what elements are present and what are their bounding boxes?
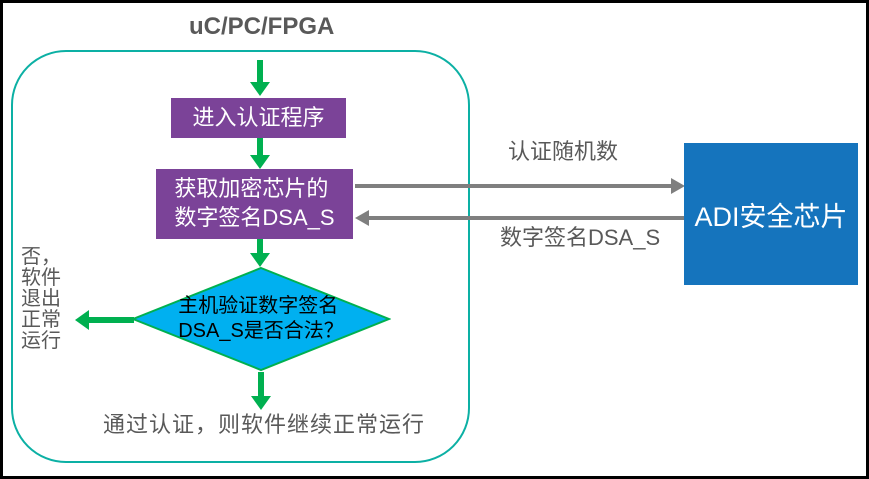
step-get-signature-line1: 获取加密芯片的: [174, 176, 329, 202]
chip-box: ADI安全芯片: [684, 143, 858, 285]
arrow-start-to-step1-head: [250, 82, 270, 96]
label-no-branch: 否， 软件 退出 正常 运行: [21, 247, 61, 352]
step-enter-auth-label: 进入认证程序: [192, 104, 325, 130]
decision-line2: DSA_S是否合法？: [178, 320, 344, 342]
host-title: uC/PC/FPGA: [189, 13, 335, 40]
arrow-step1-to-step2: [257, 138, 263, 155]
label-digital-signature: 数字签名DSA_S: [500, 225, 661, 250]
label-auth-random: 认证随机数: [508, 139, 619, 164]
decision-line1: 主机验证数字签名: [178, 295, 339, 317]
no-branch-line2: 软件: [21, 267, 61, 289]
arrow-start-to-step1: [257, 60, 263, 82]
diamond-shape: [131, 266, 391, 372]
no-branch-line3: 退出: [21, 288, 61, 310]
step-get-signature-line2: 数字签名DSA_S: [174, 205, 335, 230]
no-branch-line5: 运行: [21, 330, 61, 352]
arrow-decision-no-head: [75, 310, 89, 330]
host-boundary: [11, 50, 470, 463]
arrow-step2-to-decision-head: [250, 253, 270, 267]
arrow-to-host-head: [355, 210, 369, 226]
arrow-decision-pass: [258, 372, 264, 396]
arrow-step2-to-decision: [257, 239, 263, 253]
arrow-to-chip: [355, 184, 671, 188]
chip-label: ADI安全芯片: [694, 201, 848, 232]
decision-label: 主机验证数字签名 DSA_S是否合法？: [131, 266, 391, 372]
arrow-decision-pass-head: [251, 396, 271, 410]
arrow-decision-no: [89, 317, 134, 323]
step-get-signature: 获取加密芯片的 数字签名DSA_S: [156, 169, 353, 239]
no-branch-line1: 否，: [21, 246, 61, 268]
step-get-signature-label: 获取加密芯片的 数字签名DSA_S: [174, 175, 334, 232]
no-branch-line4: 正常: [21, 309, 61, 331]
decision-verify-signature: 主机验证数字签名 DSA_S是否合法？: [131, 266, 391, 372]
step-enter-auth: 进入认证程序: [171, 98, 346, 138]
label-pass: 通过认证，则软件继续正常运行: [103, 412, 426, 437]
arrow-to-chip-head: [671, 178, 685, 194]
arrow-to-host: [369, 216, 684, 220]
arrow-step1-to-step2-head: [250, 155, 270, 169]
